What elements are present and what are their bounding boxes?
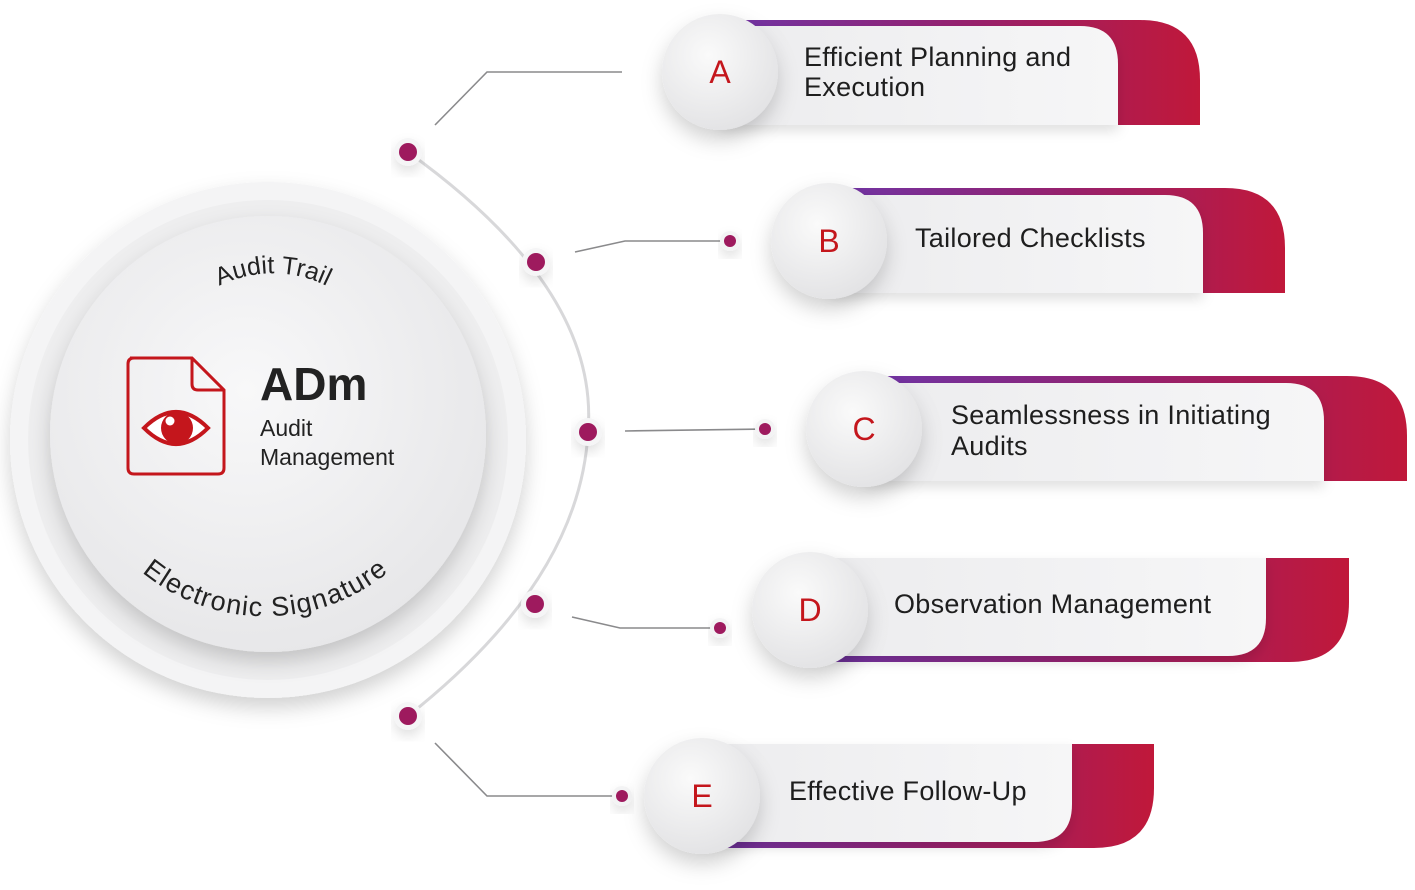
- feature-letter-a: A: [709, 54, 731, 90]
- feature-letter-d: D: [798, 592, 821, 628]
- feature-circle-b: [771, 183, 887, 299]
- feature-card-c-body: [865, 383, 1324, 481]
- feature-card-c: C Seamlessness in Initiating Audits: [806, 371, 1407, 487]
- feature-label-c-line2: Audits: [951, 431, 1028, 461]
- hub-subtitle-line1: Audit: [260, 415, 313, 441]
- hub: ADm Audit Management Audit Trail Electro…: [10, 182, 526, 698]
- connector-line-e: [434, 742, 622, 797]
- connector-line-b: [574, 240, 730, 253]
- feature-label-c-line1: Seamlessness in Initiating: [951, 400, 1271, 430]
- arc-dot-c: [574, 418, 602, 446]
- end-dot-d: [710, 618, 730, 638]
- connector-line-a: [434, 71, 622, 126]
- end-dot-e: [612, 786, 632, 806]
- arc-dot-a: [394, 138, 422, 166]
- feature-letter-b: B: [818, 223, 839, 259]
- feature-circle-e: [644, 738, 760, 854]
- feature-card-a: A Efficient Planning and Execution: [662, 14, 1200, 130]
- feature-card-b: B Tailored Checklists: [771, 183, 1285, 299]
- feature-letter-c: C: [852, 411, 875, 447]
- end-dot-b: [720, 231, 740, 251]
- feature-card-a-body: [720, 26, 1118, 125]
- hub-subtitle-line2: Management: [260, 444, 395, 470]
- feature-circle-a: [662, 14, 778, 130]
- hub-brand: ADm: [260, 358, 367, 410]
- arc-dot-e: [394, 702, 422, 730]
- arc-dots: [394, 138, 602, 730]
- feature-label-e-line1: Effective Follow-Up: [789, 776, 1027, 806]
- feature-label-d-line1: Observation Management: [894, 589, 1211, 619]
- end-dots: [612, 231, 775, 806]
- feature-circle-c: [806, 371, 922, 487]
- feature-card-b-body: [830, 195, 1203, 293]
- end-dot-c: [755, 419, 775, 439]
- feature-card-e-body: [702, 744, 1072, 842]
- feature-card-d: D Observation Management: [752, 552, 1349, 668]
- feature-letter-e: E: [691, 778, 712, 814]
- arc-dot-b: [522, 248, 550, 276]
- arc-dot-d: [521, 590, 549, 618]
- connector-lines: [434, 71, 766, 797]
- feature-label-a-line2: Execution: [804, 72, 925, 102]
- hub-inner-disc: [50, 216, 486, 652]
- feature-card-d-body: [810, 558, 1266, 656]
- document-eye-icon: [126, 356, 226, 476]
- feature-circle-d: [752, 552, 868, 668]
- feature-label-a-line1: Efficient Planning and: [804, 42, 1071, 72]
- feature-card-e: E Effective Follow-Up: [644, 738, 1154, 854]
- connector-line-d: [571, 616, 720, 629]
- feature-label-b-line1: Tailored Checklists: [915, 223, 1146, 253]
- connector-line-c: [624, 428, 766, 432]
